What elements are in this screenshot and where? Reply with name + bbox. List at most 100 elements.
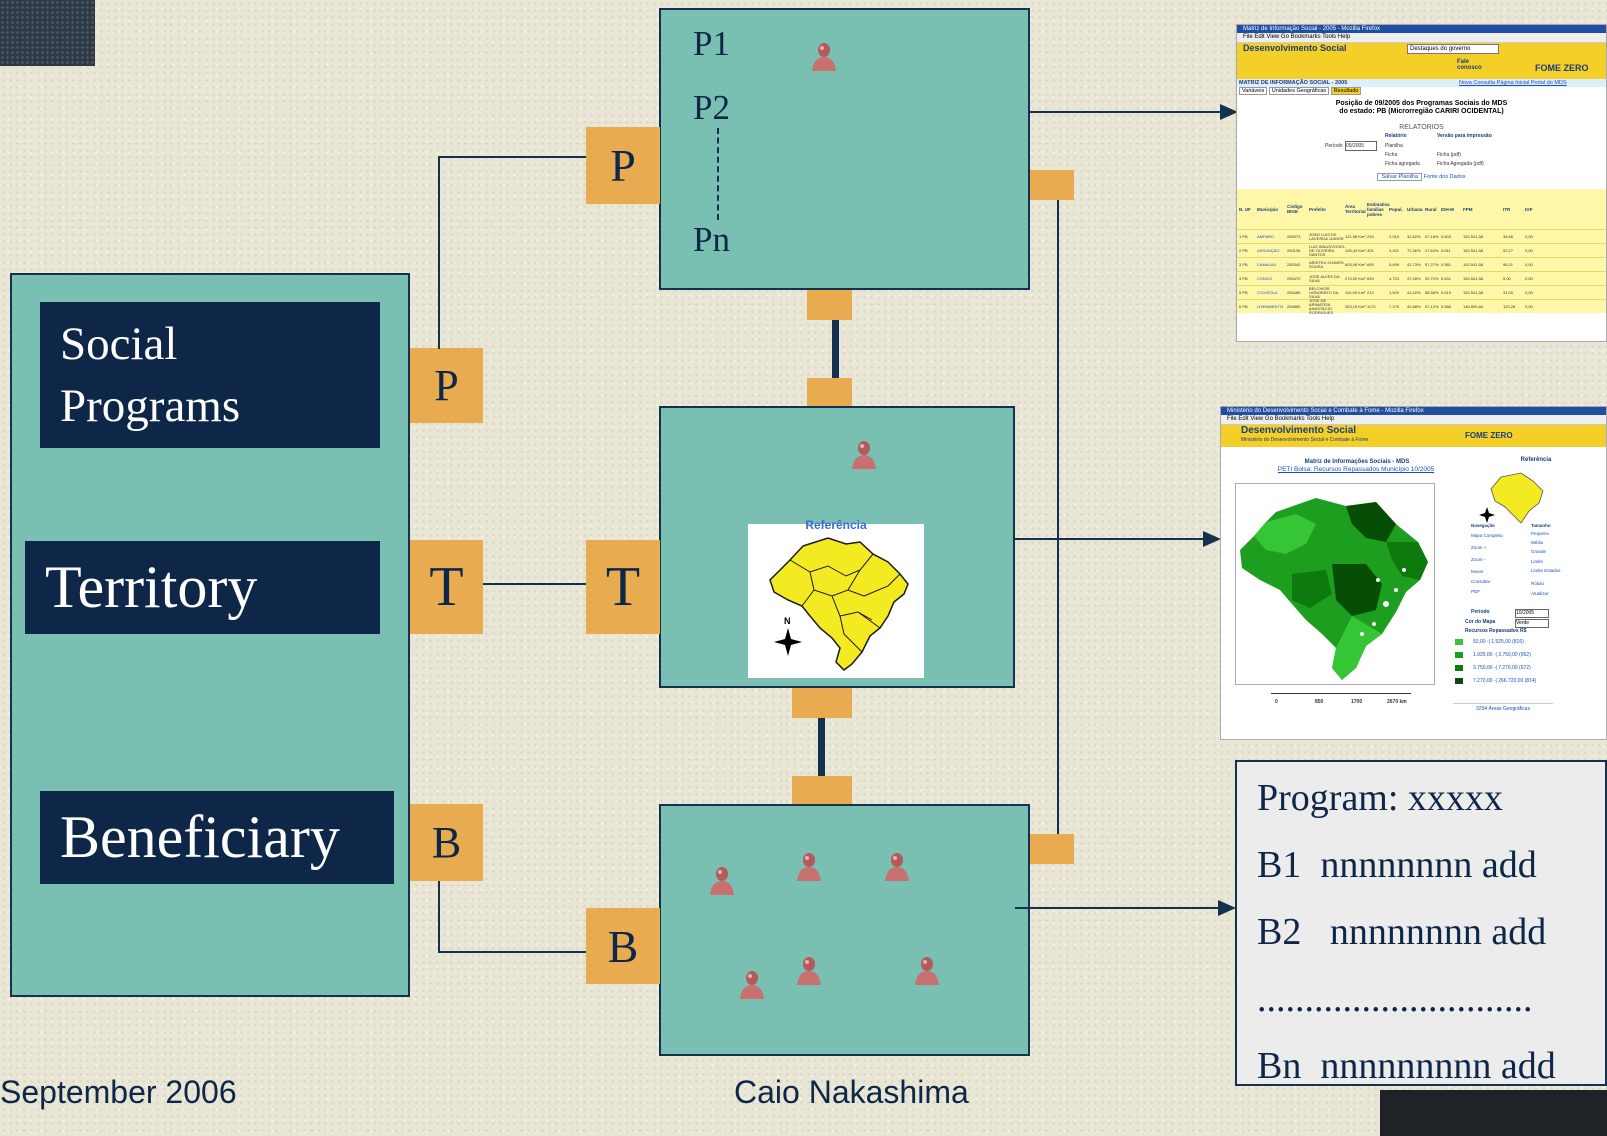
table-cell[interactable]: CAMALAU [1257, 262, 1277, 267]
arrow-to-map [1015, 531, 1221, 547]
map-navegacao-label: Navegação [1471, 523, 1495, 528]
beneficiary-label: Beneficiary [40, 791, 394, 884]
report-tab-unidades[interactable]: Unidades Geográficas [1268, 87, 1330, 95]
beneficiary-box [659, 804, 1030, 1056]
table-cell: 250485 [1287, 290, 1301, 295]
report-col-versao: Versão para impressão [1437, 133, 1492, 139]
map-nav-item[interactable]: PDF [1471, 589, 1480, 594]
map-brand-sub: Ministério do Desenvolvimento Social e C… [1241, 437, 1369, 443]
report-opt-ficha-pdf[interactable]: Ficha (pdf) [1437, 152, 1461, 158]
map-size-item[interactable]: Médio [1531, 540, 1544, 545]
map-nav-item[interactable]: Mover [1471, 569, 1484, 574]
connector-p-horizontal [438, 156, 588, 158]
report-periodo-select[interactable]: 09/2005 [1345, 141, 1377, 151]
map-cor-label: Cor do Mapa [1465, 619, 1496, 625]
table-cell: 5.499 [1389, 262, 1400, 267]
table-cell: 152.541,58 [1463, 248, 1484, 253]
table-cell[interactable]: ASSUNÇÃO [1257, 248, 1280, 253]
map-nav-panel: Navegação Tamanho Mapa Completo Zoom + Z… [1455, 523, 1605, 596]
report-col: FPM [1463, 206, 1473, 212]
footer-date: September 2006 [0, 1074, 237, 1110]
report-opt-ficha-agregada-pdf[interactable]: Ficha Agregada (pdf) [1437, 161, 1484, 167]
table-cell: 92,27 [1503, 248, 1514, 253]
link-tab-right-bottom [1030, 834, 1074, 864]
report-col: Prefeito [1309, 206, 1326, 212]
program-pn: Pn [693, 220, 730, 259]
report-opt-ficha[interactable]: Ficha [1385, 152, 1398, 158]
report-header-right[interactable]: Nova Consulta Página Inicial Portal do M… [1459, 80, 1567, 86]
map-size-item[interactable]: Grande [1531, 549, 1547, 554]
map-nav-item[interactable]: Mapa Completo [1471, 533, 1503, 538]
report-opt-planilha[interactable]: Planilha [1385, 143, 1403, 149]
table-cell[interactable]: CONGO [1257, 276, 1273, 281]
person-icon [710, 867, 734, 895]
table-cell: 7.275 [1389, 304, 1400, 309]
table-cell: 36,65 [1503, 234, 1514, 239]
report-fonte-link[interactable]: Fonte dos Dados [1423, 174, 1466, 180]
table-cell[interactable]: LIVRAMENTO [1257, 304, 1283, 309]
table-cell: 0,00 [1525, 262, 1533, 267]
social-programs-label: Social Programs [40, 302, 380, 448]
map-size-item[interactable]: Limite [1531, 559, 1544, 564]
table-cell: 401 [1367, 248, 1374, 253]
map-size-item[interactable]: Rótulo [1531, 581, 1545, 586]
map-cor-select[interactable]: Verde [1515, 619, 1549, 628]
beneficiary-ellipsis: ............................. [1257, 978, 1533, 1020]
report-opt-ficha-agregada[interactable]: Ficha agregada [1385, 161, 1420, 167]
map-periodo-select[interactable]: 10/2005 [1515, 609, 1549, 618]
brazil-choropleth [1240, 498, 1428, 680]
report-col: Código IBGE [1287, 204, 1303, 214]
table-cell: 1 PB [1239, 234, 1248, 239]
program-list-title: Program: xxxxx [1257, 777, 1503, 819]
map-window-title: Ministério do Desenvolvimento Social e C… [1221, 407, 1606, 415]
map-referencia: Referência [1520, 457, 1552, 463]
report-brand-band: Desenvolvimento Social Destaques do gove… [1237, 43, 1606, 79]
table-cell: 146.899,84 [1463, 304, 1484, 309]
map-nav-item[interactable]: Zoom - [1471, 557, 1486, 562]
table-cell: 57,12% [1425, 304, 1439, 309]
table-cell: 0,00 [1525, 304, 1533, 309]
map-nav-item[interactable]: Zoom + [1471, 545, 1487, 550]
table-cell: 213 [1367, 290, 1374, 295]
table-cell: 4 PB [1239, 276, 1248, 281]
legend-label: 3.750,00 -| 7.270,00 (672) [1473, 665, 1531, 671]
table-cell: 2.019 [1389, 234, 1400, 239]
link-bar-bottom [818, 718, 825, 776]
map-size-item[interactable]: Atualizar [1531, 591, 1549, 596]
scale-label: 2670 km [1387, 699, 1407, 705]
scale-label: 0 [1275, 699, 1278, 705]
scale-bar [1271, 693, 1411, 694]
map-nav-item[interactable]: Consultar [1471, 579, 1491, 584]
map-title-2[interactable]: PETI Bolsa: Recursos Repassados Municípi… [1277, 466, 1435, 473]
table-cell: 0.581 [1441, 262, 1452, 267]
report-col: N. UF [1239, 206, 1251, 212]
table-cell: 1.529 [1389, 290, 1400, 295]
legend-row: 1.925,00 -| 3.750,00 (952) [1455, 652, 1553, 664]
report-dropdown[interactable]: Destaques do governo [1407, 44, 1499, 54]
table-cell: 603,06 Km² [1345, 262, 1366, 267]
report-tab-variaveis[interactable]: Variáveis [1239, 87, 1268, 95]
legend-swatch [1455, 639, 1463, 645]
report-fale-conosco[interactable]: Fale conosco [1457, 59, 1482, 71]
table-cell[interactable]: AMPARO [1257, 234, 1275, 239]
arrow-to-report [1030, 104, 1238, 120]
table-cell: 0.611 [1441, 248, 1451, 253]
table-cell: 0.586 [1441, 304, 1452, 309]
arrow-to-list [1015, 900, 1236, 916]
report-save-button[interactable]: Salvar Planilha [1377, 173, 1423, 181]
map-brand: Desenvolvimento Social [1241, 425, 1357, 436]
table-cell: 119,06 Km² [1345, 290, 1366, 295]
brazil-map-icon: N [769, 537, 909, 671]
map-fome-zero: FOME ZERO [1465, 431, 1513, 440]
table-cell: 250073 [1287, 234, 1301, 239]
territory-label: Territory [25, 541, 380, 634]
territory-text: Territory [45, 554, 258, 620]
report-col-relatorio: Relatório [1385, 133, 1407, 139]
table-cell[interactable]: COXIXOLA [1257, 290, 1278, 295]
report-tab-resultado[interactable]: Resultado [1330, 87, 1362, 95]
report-screenshot: Matriz de Informação Social - 2005 - Moz… [1236, 24, 1607, 342]
map-size-item[interactable]: Pequeno [1531, 531, 1550, 536]
table-cell: 121,98 Km² [1345, 234, 1366, 239]
map-size-item[interactable]: Limite Estados [1531, 568, 1561, 573]
